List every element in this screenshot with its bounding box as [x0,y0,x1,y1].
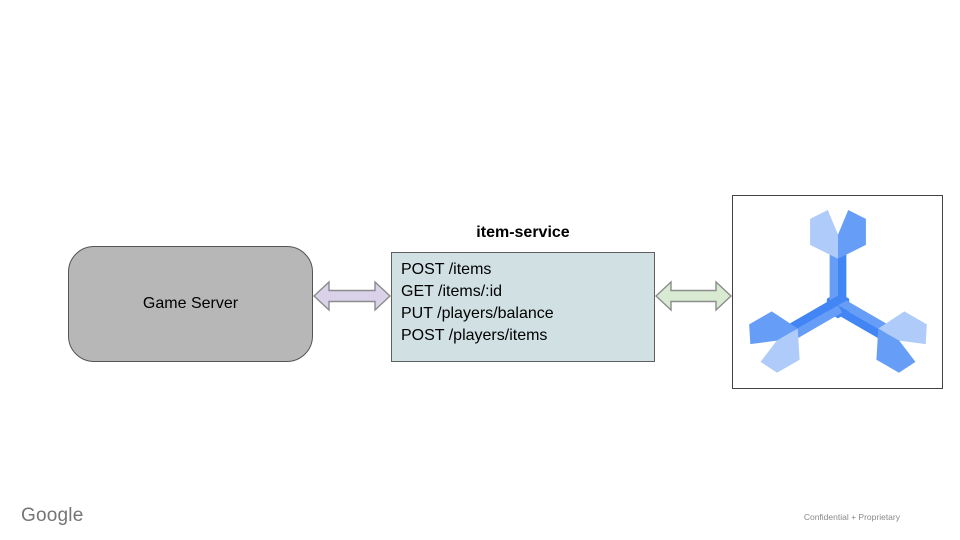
item-service-box: POST /items GET /items/:id PUT /players/… [391,252,655,362]
endpoint-post-items: POST /items [401,261,492,278]
memorystore-icon [744,209,931,378]
confidential-note: Confidential + Proprietary [803,512,900,522]
endpoint-post-player-items: POST /players/items [401,327,548,344]
endpoint-get-item: GET /items/:id [401,283,503,300]
item-service-title: item-service [476,224,570,241]
service-to-memorystore-arrow [655,280,732,312]
game-server-label: Game Server [142,295,239,312]
endpoint-put-balance: PUT /players/balance [401,305,554,322]
memorystore-box [732,195,943,389]
google-logo: Google [21,505,84,526]
game-server-box: Game Server [68,246,313,362]
game-to-service-arrow [313,280,391,312]
